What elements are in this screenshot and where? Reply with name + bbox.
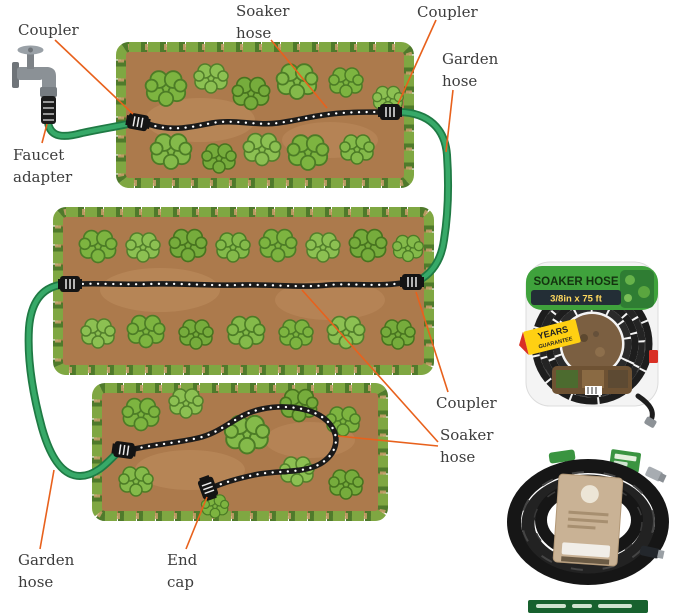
coupler-icon — [57, 275, 83, 293]
bush-icon — [258, 228, 298, 263]
bush-icon — [226, 315, 266, 350]
bush-icon — [231, 76, 271, 111]
coil-fitting-top — [645, 466, 667, 483]
bush-icon — [118, 466, 154, 497]
soaker-hose-bed2 — [77, 280, 405, 289]
bush-icon — [149, 133, 193, 170]
package-title: SOAKER HOSE — [534, 276, 619, 288]
garden-hose-faucet-to-bed1 — [44, 118, 132, 140]
package-bottom-panel — [552, 366, 632, 395]
bush-icon — [126, 314, 166, 349]
soil-patch — [100, 268, 220, 312]
soil-bed-bottom — [97, 388, 383, 516]
bush-icon — [201, 143, 237, 174]
coupler-icon — [399, 273, 425, 291]
soaker-hose-bed1 — [145, 109, 383, 131]
bush-icon — [286, 134, 330, 171]
bush-icon — [80, 318, 116, 349]
callout-faucet-adapter: Faucet adapter — [13, 146, 73, 186]
bush-icon — [339, 134, 375, 165]
faucet-icon — [12, 45, 57, 97]
leader-faucet-adapter — [41, 123, 48, 144]
callout-coupler-top-left: Coupler — [18, 21, 79, 39]
product-soaker-package: SOAKER HOSE 3/8in x 75 ft YEARS GUARANTE… — [519, 261, 659, 428]
leader-soaker-mid-b — [337, 435, 439, 447]
leader-soaker-top — [270, 39, 328, 109]
callout-coupler-top-right: Coupler — [417, 3, 478, 21]
bush-icon — [275, 63, 319, 100]
callout-garden-hose-bottom: Garden hose — [18, 551, 75, 591]
bush-icon — [326, 315, 366, 350]
package-red-tag — [649, 350, 658, 363]
package-tail-fitting — [644, 416, 657, 428]
leader-garden-right — [445, 89, 454, 153]
callout-coupler-mid-right: Coupler — [436, 394, 497, 412]
bed-border — [53, 207, 434, 375]
bush-icon — [242, 132, 282, 167]
leader-end-cap — [185, 496, 208, 550]
coupler-icon — [377, 103, 403, 121]
bush-icon — [392, 234, 424, 263]
bush-icon — [178, 319, 214, 350]
leader-coupler-mid-right — [415, 291, 449, 393]
garden-hose-bed1-to-bed2 — [396, 108, 452, 285]
leader-soaker-mid-a — [301, 289, 439, 443]
callout-end-cap: End cap — [167, 551, 198, 591]
bush-icon — [125, 232, 161, 263]
bush-icon — [328, 67, 364, 98]
bush-icon — [144, 70, 188, 107]
bush-icon — [121, 397, 161, 432]
coil-green-strip — [548, 449, 576, 464]
callout-garden-hose-right: Garden hose — [442, 50, 499, 90]
coil-kraft-label — [552, 473, 624, 567]
bush-icon — [168, 228, 208, 263]
coil-bottom-bar — [528, 600, 648, 613]
bed-border — [92, 383, 388, 521]
package-header: SOAKER HOSE 3/8in x 75 ft — [526, 266, 658, 310]
bush-icon — [193, 63, 229, 94]
bush-icon — [168, 388, 204, 419]
leader-garden-bottom — [39, 469, 55, 550]
leader-coupler-top-left — [54, 39, 134, 115]
bush-icon — [348, 228, 388, 263]
bush-icon — [328, 469, 364, 500]
faucet-adapter-icon — [41, 96, 56, 124]
bush-icon — [380, 319, 416, 350]
leader-coupler-top-right — [397, 19, 437, 105]
callout-soaker-hose-mid: Soaker hose — [440, 426, 494, 466]
soaker-hose-bed3 — [131, 404, 339, 489]
soil-patch — [135, 450, 245, 490]
product-hose-coil-photo — [507, 449, 669, 613]
soil-patch — [145, 98, 255, 142]
bed-border — [53, 207, 434, 375]
package-size-band — [531, 290, 621, 305]
bush-icon — [278, 319, 314, 350]
bush-icon — [305, 232, 341, 263]
coil-fitting-bottom — [639, 545, 665, 559]
callout-soaker-hose-top: Soaker hose — [236, 2, 290, 42]
bush-icon — [215, 232, 251, 263]
garden-hose-bed2-to-bed3 — [24, 281, 122, 481]
package-size: 3/8in x 75 ft — [550, 294, 603, 305]
bush-icon — [78, 229, 118, 264]
bed-border — [92, 383, 388, 521]
